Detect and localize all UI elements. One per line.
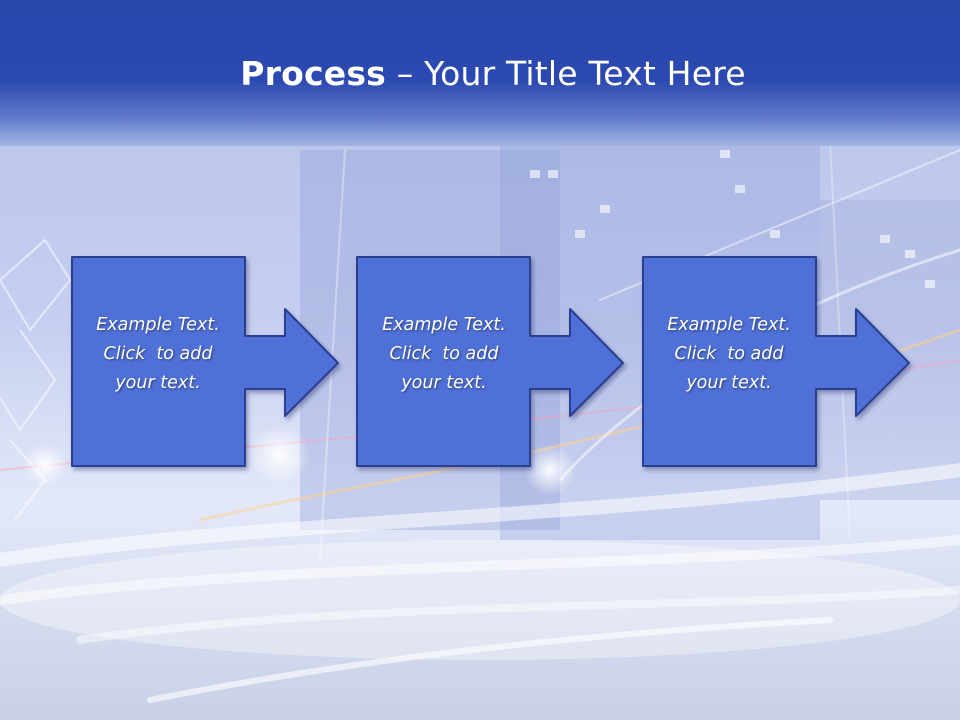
process-step-1-text[interactable]: Example Text. Click to add your text.	[72, 311, 244, 398]
step-text-line: Example Text.	[382, 315, 506, 335]
title-band	[0, 0, 960, 146]
step-text-line: your text.	[401, 373, 487, 393]
step-text-line: your text.	[115, 373, 201, 393]
step-text-line: Click to add	[103, 344, 213, 364]
step-text-line: Example Text.	[96, 315, 220, 335]
process-step-3-shape[interactable]	[642, 256, 910, 467]
process-step-2-text[interactable]: Example Text. Click to add your text.	[358, 311, 530, 398]
process-step-1-shape[interactable]	[71, 256, 339, 467]
step-text-line: Example Text.	[667, 315, 791, 335]
process-step-2-shape[interactable]	[356, 256, 624, 467]
process-step-3-text[interactable]: Example Text. Click to add your text.	[643, 311, 815, 398]
step-text-line: Click to add	[389, 344, 499, 364]
title-bold: Process	[240, 54, 387, 93]
title-rest: – Your Title Text Here	[386, 54, 746, 93]
step-text-line: Click to add	[674, 344, 784, 364]
step-text-line: your text.	[686, 373, 772, 393]
slide-title: Process – Your Title Text Here	[0, 52, 960, 96]
